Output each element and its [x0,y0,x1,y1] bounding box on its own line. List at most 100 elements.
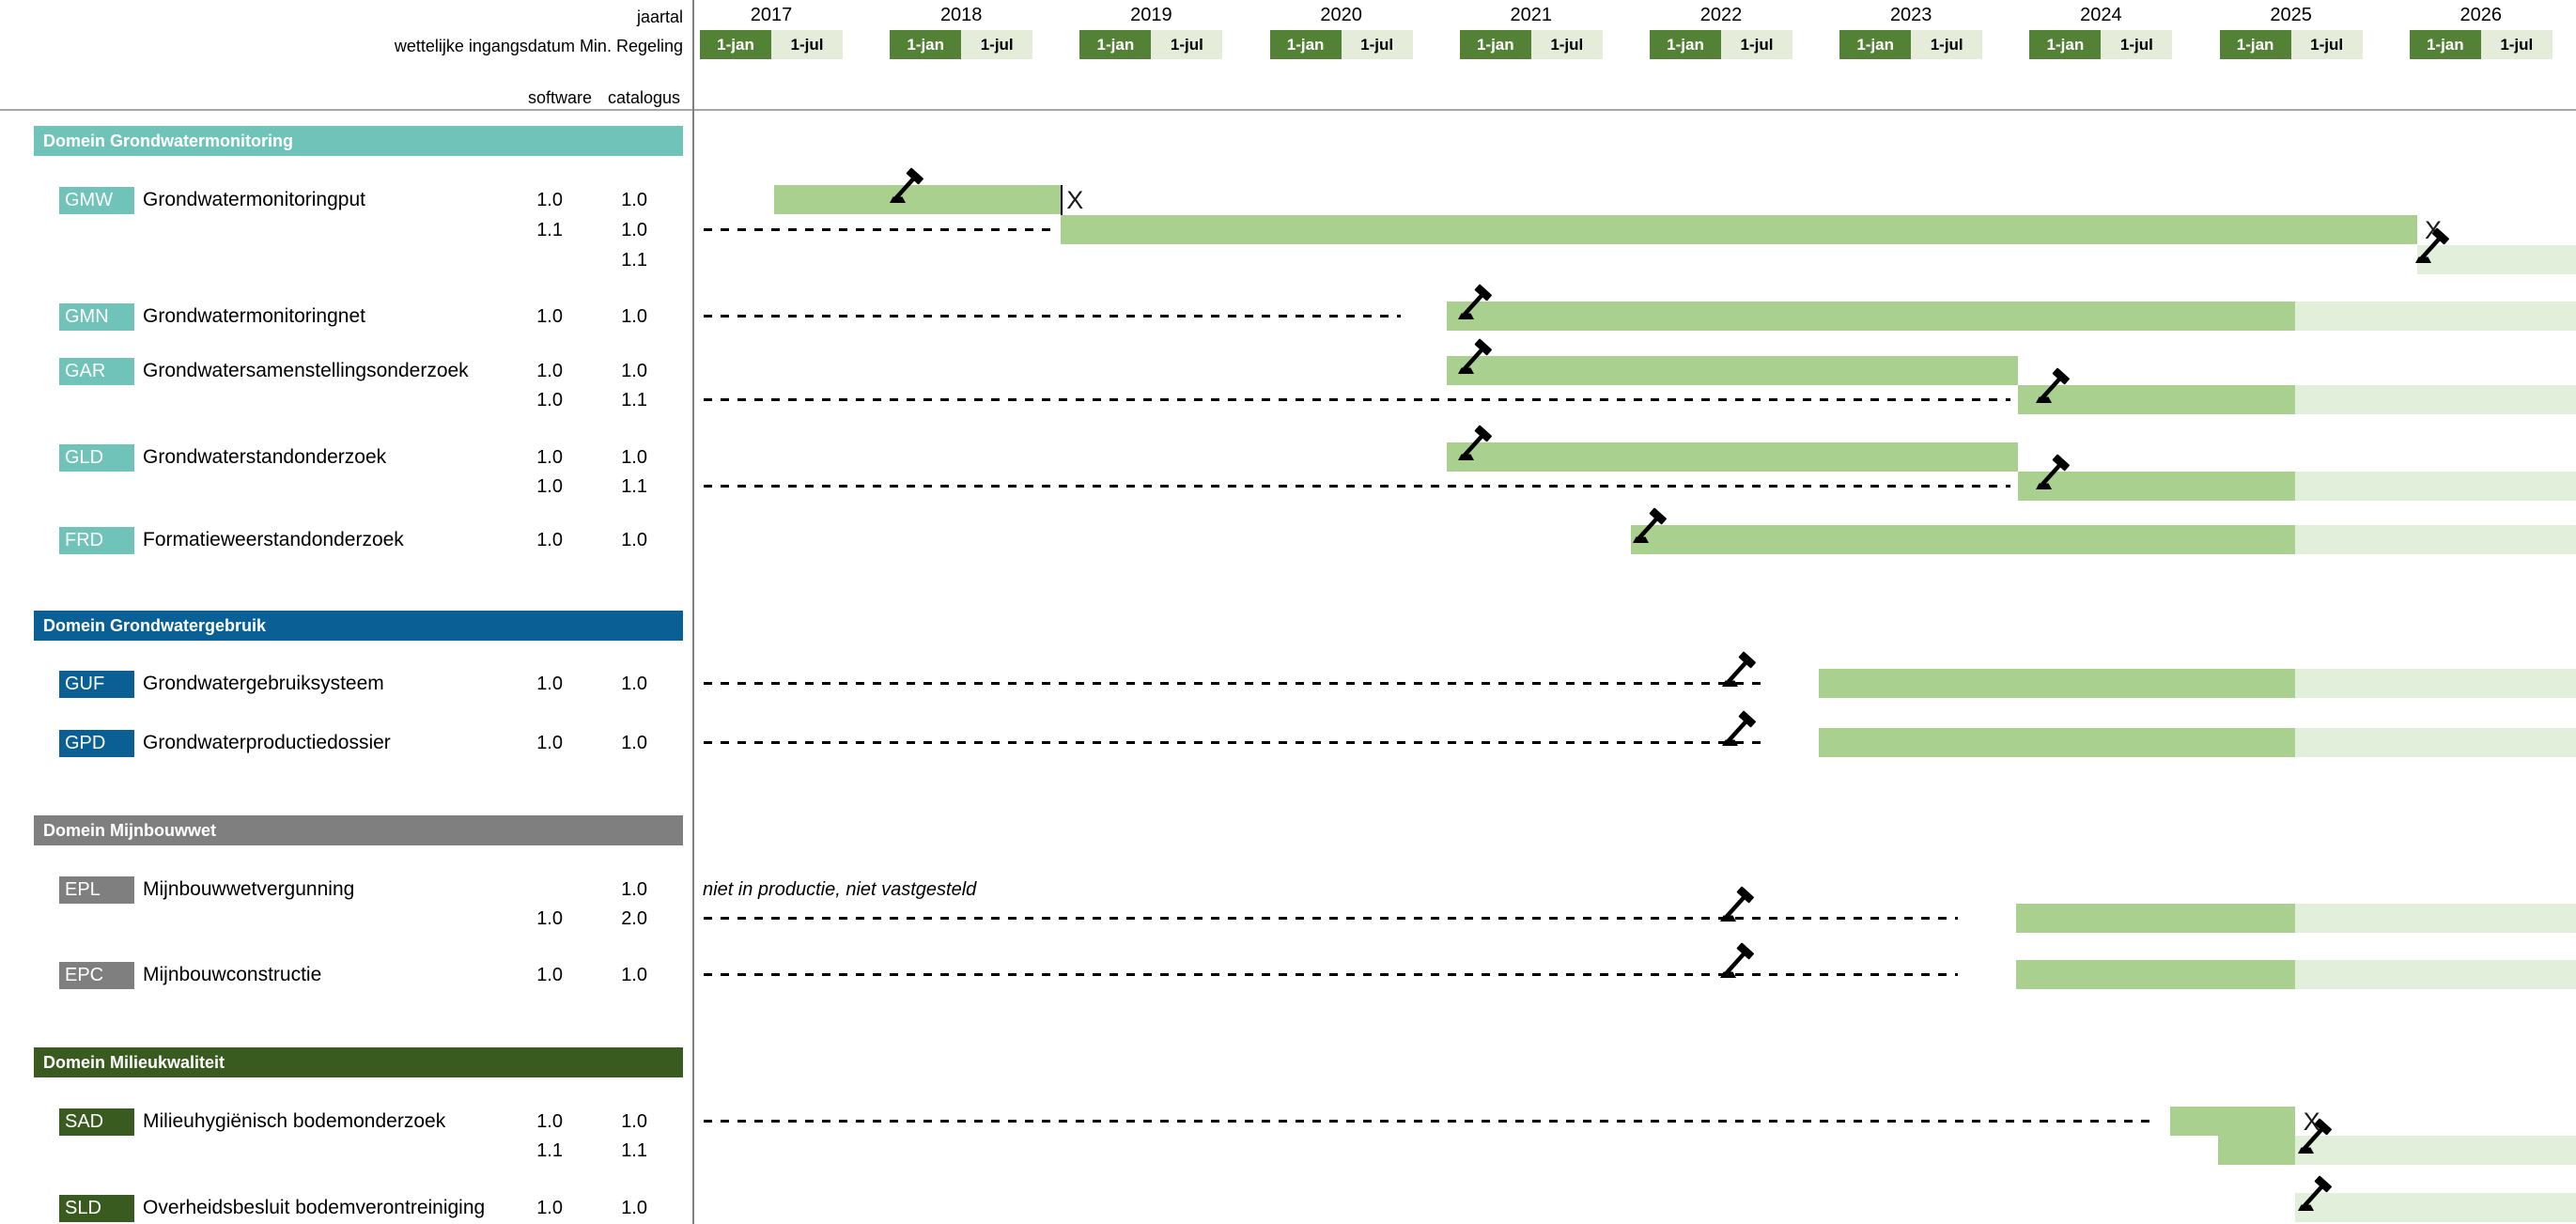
planned-dash-line [704,485,2011,488]
catalogus-version: 1.1 [621,1140,647,1161]
catalogus-version: 1.0 [621,530,647,550]
planned-dash-line [704,315,1402,318]
gavel-icon [1457,425,1492,460]
catalogus-version: 1.0 [621,447,647,468]
catalogus-version: 1.0 [621,1198,647,1218]
planned-dash-line [704,682,1768,685]
software-version: 1.0 [536,908,563,929]
jaartal-label: jaartal [636,8,683,26]
gavel-marker [1716,884,1758,925]
year-label: 2024 [2080,5,2122,25]
software-version: 1.0 [536,361,563,381]
planned-dash-line [704,1120,2157,1123]
gavel-marker [2412,225,2453,267]
planned-dash-line [704,973,1958,976]
bar-planned [2295,728,2576,757]
row-title: Grondwaterproductiedossier [143,732,391,753]
year-label: 2020 [1320,5,1362,25]
row-code-badge: GLD [59,444,134,472]
header-divider-line [0,109,2576,111]
gavel-icon [1720,942,1754,978]
catalogus-version: 1.1 [621,476,647,497]
software-version: 1.1 [536,220,563,240]
software-version: 1.0 [536,447,563,468]
year-label: 2019 [1130,5,1172,25]
catalogus-version: 1.0 [621,965,647,985]
half-cell-jan: 1-jan [1079,30,1152,59]
half-cell-jan: 1-jan [1269,30,1342,59]
row-title: Grondwatermonitoringnet [143,305,365,327]
row-title: Milieuhygiënisch bodemonderzoek [143,1110,446,1132]
gavel-icon [2035,454,2070,489]
software-version: 1.1 [536,1140,563,1161]
bar-in-production [1061,215,2417,244]
catalogus-version: 1.0 [621,733,647,753]
catalogus-column-label: catalogus [607,88,680,107]
bar-in-production [2018,385,2296,414]
row-code-badge: SAD [59,1108,134,1136]
row-code-badge: SLD [59,1195,134,1222]
section-header: Domein Grondwatergebruik [34,611,683,641]
gavel-icon [890,167,924,203]
catalogus-version: 1.0 [621,879,647,900]
year-label: 2026 [2460,5,2503,25]
half-cell-jul: 1-jul [1151,30,1223,59]
row-title: Formatieweerstandonderzoek [143,529,404,550]
bar-planned [2295,525,2576,554]
gavel-marker [1454,336,1496,378]
row-title: Mijnbouwwetvergunning [143,878,355,900]
half-cell-jul: 1-jul [2101,30,2173,59]
bar-in-production [2016,904,2296,933]
catalogus-version: 1.0 [621,306,647,327]
gavel-marker [2294,1173,2335,1215]
year-label: 2018 [939,5,983,25]
bar-in-production [1446,356,2019,385]
row-title: Grondwatermonitoringput [143,189,365,210]
row-title: Grondwatergebruiksysteem [143,673,384,694]
gavel-icon [1457,338,1492,374]
row-title: Mijnbouwconstructie [143,964,322,985]
gavel-marker [1718,649,1760,690]
half-cell-jan: 1-jan [1839,30,1912,59]
bar-in-production [2217,1136,2296,1165]
catalogus-version: 1.0 [621,674,647,694]
timeline-axis-line [692,0,694,1224]
bar-planned [2295,1193,2576,1222]
row-code-badge: EPL [59,876,134,904]
half-cell-jan: 1-jan [700,30,771,59]
gavel-marker [1454,282,1496,323]
software-version: 1.0 [536,1111,563,1132]
planned-dash-line [704,917,1958,920]
gavel-icon [2415,227,2450,263]
software-version: 1.0 [536,965,563,985]
gavel-marker [1454,423,1496,464]
half-cell-jan: 1-jan [2409,30,2481,59]
row-code-badge: EPC [59,962,134,989]
half-cell-jan: 1-jan [2219,30,2291,59]
bar-planned [2295,1136,2576,1165]
bar-planned [2295,472,2576,501]
bar-in-production [1446,302,2296,331]
catalogus-version: 1.0 [621,1111,647,1132]
bar-in-production [1630,525,2296,554]
planned-dash-line [704,741,1768,744]
gavel-marker [1716,940,1758,982]
gavel-icon [1457,284,1492,319]
half-cell-jan: 1-jan [890,30,962,59]
catalogus-version: 1.0 [621,361,647,381]
bar-planned [2295,960,2576,989]
planned-dash-line [704,228,1054,231]
half-cell-jul: 1-jul [1341,30,1413,59]
software-version: 1.0 [536,190,563,210]
gavel-marker [1718,708,1760,750]
year-label: 2025 [2270,5,2312,25]
gavel-icon [2297,1175,2332,1211]
row-code-badge: GUF [59,671,134,698]
software-version: 1.0 [536,476,563,497]
row-note: niet in productie, niet vastgesteld [703,879,977,900]
half-cell-jul: 1-jul [1530,30,1603,59]
gavel-marker [886,165,927,207]
bar-in-production [1446,442,2019,472]
half-cell-jul: 1-jul [2480,30,2553,59]
